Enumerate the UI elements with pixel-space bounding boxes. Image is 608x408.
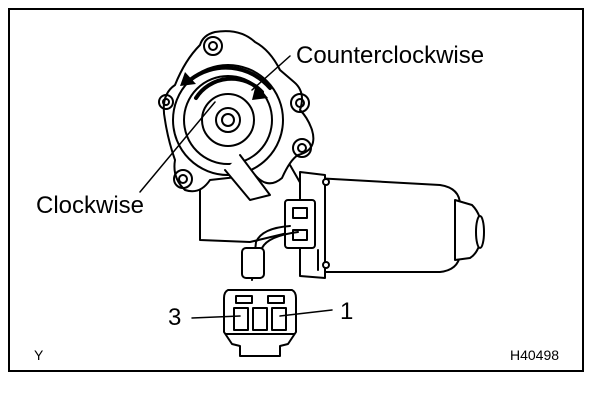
pin-1-label: 1: [340, 298, 354, 325]
clockwise-leader: [139, 101, 216, 193]
counterclockwise-label: Counterclockwise: [296, 42, 485, 69]
motor-body: [314, 177, 461, 273]
connector-pin-1: [271, 307, 287, 331]
pin-3-leader: [191, 315, 241, 319]
corner-label: Y: [34, 347, 44, 363]
clockwise-label: Clockwise: [36, 192, 145, 219]
pin-3-label: 3: [168, 304, 182, 331]
wire-sleeve: [241, 247, 265, 279]
connector-pin-3: [233, 307, 249, 331]
wire-harness: [251, 225, 291, 281]
clockwise-arrow: [194, 76, 264, 100]
counterclockwise-leader: [251, 55, 291, 91]
pin-1-leader: [279, 309, 333, 317]
connector-pin-2: [252, 307, 268, 331]
figure-code: H40498: [510, 347, 560, 363]
